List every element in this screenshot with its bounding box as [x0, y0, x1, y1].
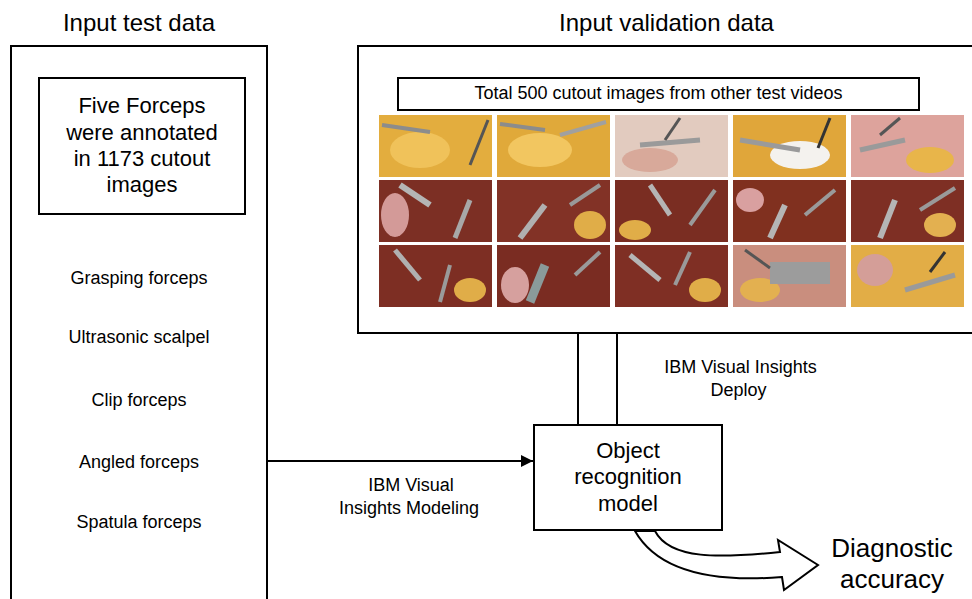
- instrument: [455, 200, 470, 238]
- connector-line: [577, 334, 579, 424]
- instrument: [630, 255, 660, 280]
- instrument: [665, 118, 680, 140]
- list-item: Grasping forceps: [12, 268, 266, 290]
- fat-tissue: [689, 278, 721, 302]
- connector: [268, 461, 533, 462]
- thumbnail: [851, 180, 964, 242]
- fat-tissue: [454, 278, 486, 302]
- instrument: [570, 185, 600, 205]
- connector-line: [616, 334, 618, 424]
- box-text: Object recognition model: [561, 438, 696, 517]
- edge-label-holder: IBM Visual Insights Deploy: [632, 356, 847, 401]
- instrument: [818, 118, 830, 148]
- instrument: [440, 265, 450, 302]
- instrument: [560, 122, 606, 135]
- instrument: [905, 275, 955, 290]
- annotation-box: Five Forceps were annotated in 1173 cuto…: [38, 77, 246, 215]
- instrument: [745, 250, 770, 268]
- list-item: Spatula forceps: [12, 512, 266, 534]
- box-text: Five Forceps were annotated in 1173 cuto…: [57, 93, 227, 199]
- tissue: [736, 188, 764, 212]
- thumbnail: [379, 115, 492, 177]
- instrument: [675, 252, 690, 285]
- instrument: [520, 205, 545, 238]
- instrument: [880, 200, 895, 238]
- tissue: [501, 267, 529, 303]
- model-box: Object recognition model: [533, 424, 723, 531]
- tissue: [622, 148, 678, 172]
- instrument: [470, 120, 488, 165]
- edge-label: IBM Visual Insights Deploy: [662, 357, 817, 400]
- panel-heading: Input test data: [12, 9, 266, 38]
- instrument: [860, 140, 905, 150]
- thumbnail: [497, 115, 610, 177]
- fat-tissue: [924, 213, 956, 237]
- thumbnail: [497, 180, 610, 242]
- thumbnail: [733, 245, 846, 307]
- surgical-thumbnails: [379, 115, 964, 307]
- fat-tissue: [574, 211, 606, 239]
- list-item: Angled forceps: [12, 452, 266, 474]
- thumbnail: [851, 245, 964, 307]
- thumbnail: [733, 180, 846, 242]
- instrument: [805, 190, 835, 215]
- instrument: [382, 125, 430, 132]
- instrument: [650, 185, 670, 215]
- edge-label-holder: IBM Visual Insights Modeling: [338, 474, 482, 519]
- fat-tissue: [619, 220, 651, 240]
- fat-tissue: [508, 133, 572, 167]
- instrument: [770, 262, 830, 284]
- box-text: Total 500 cutout images from other test …: [474, 83, 842, 105]
- instrument: [930, 252, 945, 272]
- thumbnail: [379, 180, 492, 242]
- connector: [578, 334, 617, 424]
- instrument: [395, 250, 420, 280]
- edge-label: IBM Visual Insights Modeling: [339, 475, 481, 518]
- instrument: [530, 265, 545, 302]
- thumbnail: [615, 115, 728, 177]
- list-item: Clip forceps: [12, 390, 266, 412]
- instrument: [770, 205, 785, 238]
- panel-heading: Input validation data: [359, 9, 972, 38]
- list-item: Ultrasonic scalpel: [12, 327, 266, 349]
- tissue: [381, 193, 409, 237]
- input-panel: Total 500 cutout images from other test …: [357, 45, 972, 334]
- instrument: [400, 185, 430, 205]
- fat-tissue: [390, 132, 450, 168]
- instrument: [880, 118, 900, 135]
- thumbnail: [851, 115, 964, 177]
- instrument: [640, 140, 700, 145]
- instrument: [740, 140, 800, 150]
- thumbnail: [615, 245, 728, 307]
- hollow-arrow: [635, 531, 818, 590]
- input-panel: Five Forceps were annotated in 1173 cuto…: [10, 45, 268, 599]
- result-label: Diagnostic accuracy: [818, 533, 966, 595]
- instrument: [690, 190, 715, 225]
- tissue: [857, 254, 893, 286]
- thumbnail: [733, 115, 846, 177]
- instrument: [920, 188, 955, 210]
- thumbnail: [379, 245, 492, 307]
- fat-tissue: [906, 147, 954, 173]
- thumbnail: [497, 245, 610, 307]
- connector-line: [268, 460, 533, 462]
- thumbnail: [615, 180, 728, 242]
- instrument: [575, 252, 600, 275]
- instrument: [500, 124, 545, 130]
- caption-box: Total 500 cutout images from other test …: [397, 77, 920, 111]
